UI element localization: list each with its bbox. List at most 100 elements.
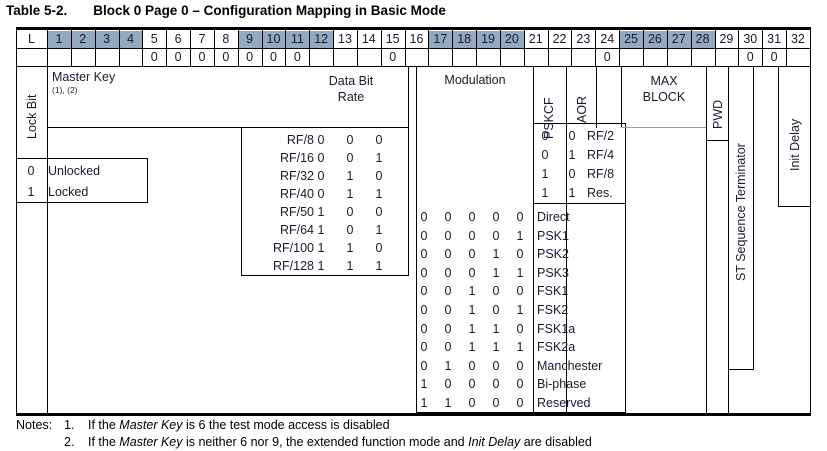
modulation-bit-7-0: 0 — [420, 340, 428, 355]
pskcf-enum-box-top — [533, 123, 626, 124]
zero-cell-bit-6: 0 — [174, 50, 182, 64]
modulation-bit-8-3: 0 — [492, 358, 500, 373]
pwd-right-edge — [728, 66, 729, 413]
bit-header-2: 2 — [70, 31, 95, 48]
max-block-box-bottom — [621, 127, 706, 128]
zero-cell-bit-30: 0 — [746, 50, 754, 64]
master-key-footnote-refs: (1), (2) — [52, 85, 78, 95]
lock-enum-meaning-1: Locked — [48, 185, 89, 199]
zero-cell-bit-5: 0 — [150, 50, 158, 64]
bit-header-8: 8 — [222, 32, 230, 46]
notes-lead-label: Notes: — [16, 418, 53, 432]
field-label-st-sequence-terminator: ST Sequence Terminator — [734, 143, 748, 281]
bit-separator-13 — [356, 30, 358, 66]
modulation-bit-3-0: 0 — [420, 265, 428, 280]
terminator-box-bottom — [728, 369, 754, 370]
modulation-bit-1-3: 0 — [492, 228, 500, 243]
modulation-bit-0-0: 0 — [420, 210, 428, 224]
zero-cell-bit-24: 0 — [603, 50, 611, 64]
modulation-bit-7-3: 1 — [492, 340, 500, 355]
data-bit-rate-bit-4-1: 0 — [346, 205, 354, 219]
modulation-name-1: PSK1 — [537, 228, 569, 243]
data-bit-rate-name-4: RF/50 — [279, 205, 314, 219]
lock-enum-box-bottom — [16, 202, 148, 203]
bit-separator-29 — [738, 30, 740, 66]
modulation-bit-5-0: 0 — [420, 303, 428, 317]
bit-separator-26 — [666, 30, 668, 66]
lock-enum-code-1: 1 — [27, 185, 35, 199]
field-label-data-bit-rate: Data Bit Rate — [311, 73, 391, 105]
pskcf-bit-0-0: 0 — [541, 129, 549, 143]
modulation-bit-7-1: 0 — [444, 340, 452, 355]
bit-header-32: 32 — [790, 32, 805, 46]
field-label-modulation: Modulation — [444, 73, 506, 87]
bit-separator-17 — [452, 30, 454, 66]
modulation-bit-8-4: 0 — [516, 358, 524, 373]
bit-separator-20 — [523, 30, 525, 66]
bit-header-28: 28 — [690, 31, 715, 48]
zero-cell-bit-10: 0 — [269, 50, 277, 64]
note-1-index: 1. — [64, 418, 75, 432]
bit-header-1: 1 — [47, 31, 71, 48]
pskcf-name-0: RF/2 — [587, 129, 615, 143]
zero-cell-bit-11: 0 — [293, 50, 301, 64]
data-bit-rate-bit-5-2: 1 — [375, 223, 383, 237]
bit-separator-7 — [213, 30, 215, 66]
bit-separator-27 — [690, 30, 692, 66]
pskcf-right-edge — [566, 66, 567, 413]
modulation-bit-9-3: 0 — [492, 377, 500, 392]
max-block-right-edge — [706, 66, 707, 413]
field-label-lock-bit: Lock Bit — [25, 94, 39, 139]
bit-separator-3 — [118, 30, 120, 66]
pskcf-enum-box-bottom — [533, 203, 626, 204]
zero-cell-bit-15: 0 — [389, 50, 397, 64]
zero-cell-bit-7: 0 — [198, 50, 206, 64]
modulation-bit-0-2: 0 — [468, 210, 476, 224]
data-bit-rate-bit-7-1: 1 — [346, 259, 354, 273]
pskcf-bit-3-0: 1 — [541, 186, 549, 200]
modulation-bit-6-3: 1 — [492, 321, 500, 336]
bit-separator-18 — [476, 30, 478, 66]
data-bit-rate-bit-3-1: 1 — [346, 187, 354, 201]
modulation-bit-3-3: 1 — [492, 265, 500, 280]
bit-header-16: 16 — [409, 32, 424, 46]
modulation-bit-8-1: 1 — [444, 358, 452, 373]
max-block-line2: BLOCK — [642, 90, 686, 104]
init-delay-box-left — [778, 66, 779, 206]
modulation-bit-1-1: 0 — [444, 228, 452, 243]
modulation-bit-9-0: 1 — [420, 377, 428, 392]
bit-header-10: 10 — [261, 31, 286, 48]
header-row-divider — [16, 48, 811, 49]
modulation-name-4: FSK1 — [537, 284, 569, 299]
modulation-bit-4-1: 0 — [444, 284, 452, 299]
table-right-edge — [810, 66, 811, 413]
data-bit-rate-name-5: RF/64 — [279, 223, 314, 237]
modulation-bit-3-4: 1 — [516, 265, 524, 280]
bit-separator-30 — [762, 30, 764, 66]
bit-header-17: 17 — [428, 31, 453, 48]
data-bit-rate-bit-3-2: 1 — [375, 187, 383, 201]
data-bit-rate-bit-7-2: 1 — [375, 259, 383, 273]
bit-header-30: 30 — [743, 32, 758, 46]
pwd-box-bottom — [706, 140, 729, 141]
data-bit-rate-bit-0-0: 0 — [317, 133, 325, 147]
bit-header-18: 18 — [452, 31, 477, 48]
data-bit-rate-name-3: RF/40 — [279, 187, 314, 201]
modulation-bit-4-0: 0 — [420, 284, 428, 299]
modulation-bit-10-3: 0 — [492, 396, 500, 410]
data-bit-rate-bit-6-1: 1 — [346, 241, 354, 255]
zero-row-divider — [16, 66, 811, 67]
bit-header-23: 23 — [576, 32, 591, 46]
modulation-bit-9-4: 0 — [516, 377, 524, 392]
bit-separator-25 — [643, 30, 644, 66]
modulation-bit-4-4: 0 — [516, 284, 524, 299]
pskcf-name-2: RF/8 — [587, 167, 615, 181]
bit-header-7: 7 — [198, 32, 206, 46]
field-label-max-block: MAX BLOCK — [622, 73, 706, 105]
modulation-bit-6-4: 0 — [516, 321, 524, 336]
bit-header-31: 31 — [767, 32, 782, 46]
bit-separator-16 — [428, 30, 430, 66]
pskcf-name-1: RF/4 — [587, 148, 615, 162]
bit-header-20: 20 — [499, 31, 524, 48]
modulation-name-10: Reserved — [537, 396, 591, 410]
